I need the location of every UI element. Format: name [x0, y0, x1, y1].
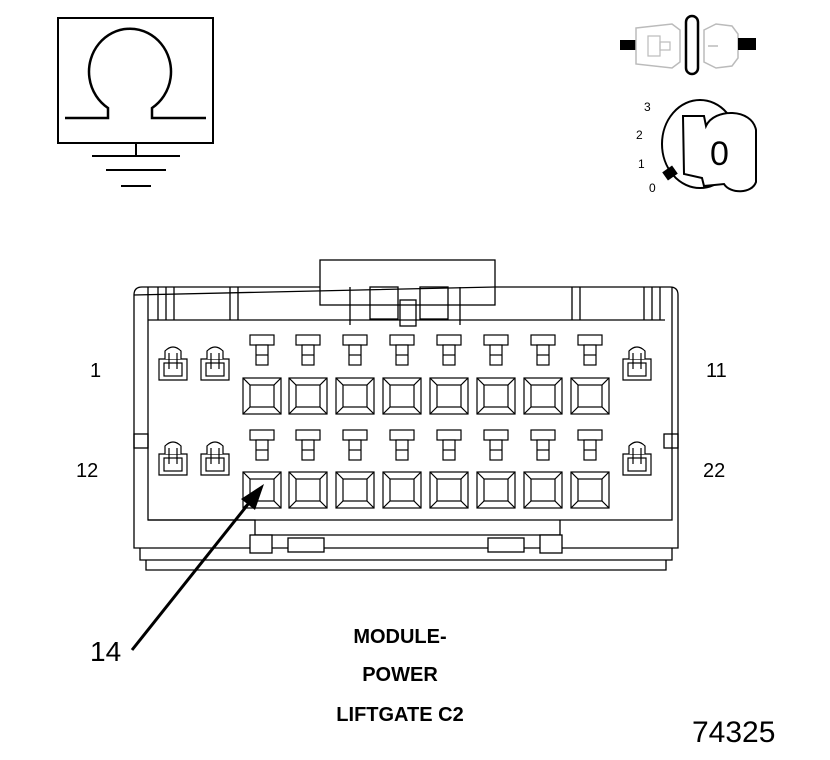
- cavity-4: [288, 334, 328, 415]
- ignition-key-off-icon: [661, 99, 757, 193]
- cavity-16: [335, 429, 375, 509]
- cavity-1: [158, 346, 188, 381]
- connector-disconnect-icon: [620, 14, 756, 76]
- cavity-20: [523, 429, 563, 509]
- cavity-7: [429, 334, 469, 415]
- caption-line-2: POWER: [362, 664, 438, 686]
- ignition-position-1: 1: [638, 157, 645, 171]
- callout-label-14: 14: [90, 636, 122, 667]
- cavity-17: [382, 429, 422, 509]
- caption-line-1: MODULE-: [353, 626, 447, 648]
- cavity-2: [200, 346, 230, 381]
- cavity-11: [622, 346, 652, 381]
- cavity-8: [476, 334, 516, 415]
- cavity-6: [382, 334, 422, 415]
- cavity-19: [476, 429, 516, 509]
- cavity-15: [288, 429, 328, 509]
- cavity-9: [523, 334, 563, 415]
- cavity-10: [570, 334, 610, 415]
- cavity-5: [335, 334, 375, 415]
- cavity-14: [242, 429, 282, 509]
- ignition-position-0: 0: [649, 181, 656, 195]
- cavity-22: [622, 441, 652, 476]
- ohmmeter-ground-icon: [57, 17, 214, 187]
- connector-cavity-grid: [158, 334, 652, 509]
- pin-label-12: 12: [76, 460, 99, 482]
- cavity-13: [200, 441, 230, 476]
- caption-line-3: LIFTGATE C2: [336, 704, 464, 726]
- ignition-position-2: 2: [636, 128, 643, 142]
- cavity-21: [570, 429, 610, 509]
- callout-arrow: [130, 484, 264, 651]
- connector-housing: [133, 259, 679, 571]
- cavity-18: [429, 429, 469, 509]
- pin-label-22: 22: [703, 460, 726, 482]
- cavity-12: [158, 441, 188, 476]
- figure-number: 74325: [692, 716, 776, 749]
- key-label: 0: [710, 135, 729, 173]
- pin-label-11: 11: [706, 360, 727, 382]
- pin-label-1: 1: [90, 360, 102, 382]
- ignition-position-3: 3: [644, 100, 651, 114]
- cavity-3: [242, 334, 282, 415]
